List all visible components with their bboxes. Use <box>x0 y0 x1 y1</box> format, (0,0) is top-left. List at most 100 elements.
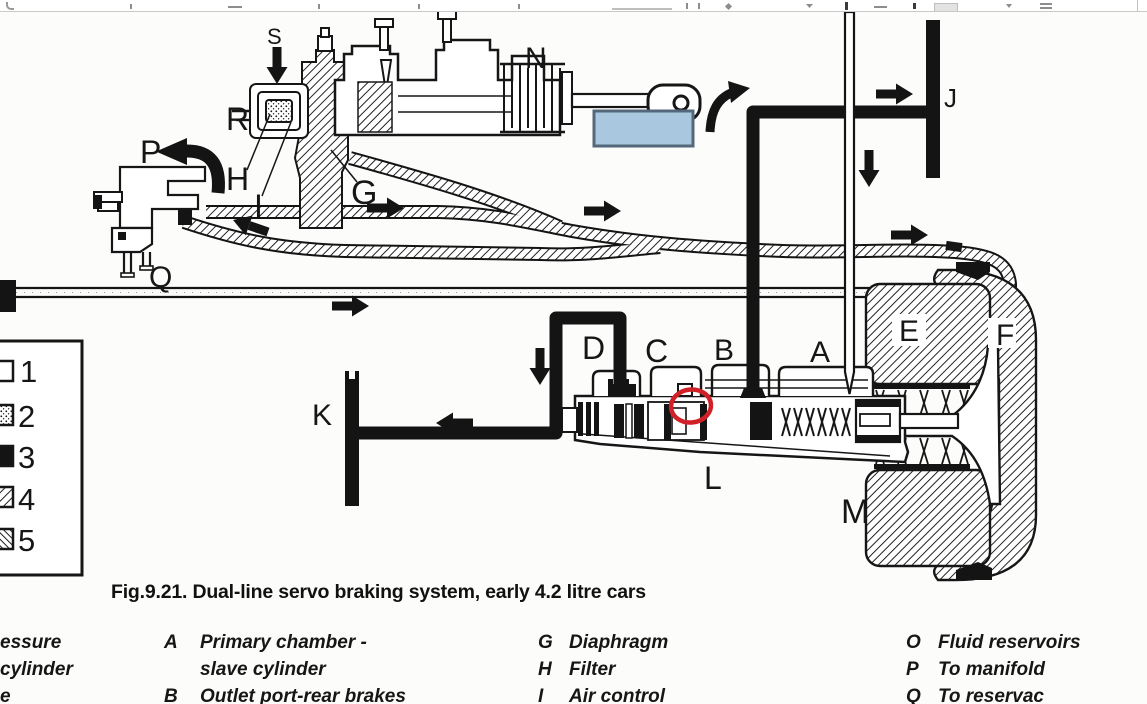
legend-swatch-4 <box>0 485 15 509</box>
master-cylinder-internals <box>561 379 960 444</box>
air-control-valve <box>232 27 349 229</box>
toolbar-icon-fragment[interactable] <box>518 4 520 9</box>
legend-text: slave cylinder <box>200 659 326 680</box>
arrow-P-manifold <box>156 138 225 194</box>
manifold-connector <box>93 165 207 278</box>
static-pipe <box>0 280 1006 312</box>
toolbar-icon-fragment[interactable] <box>612 8 672 10</box>
return-spring <box>500 62 573 134</box>
pedal-cylinder <box>333 10 702 137</box>
legend-swatch-2 <box>0 403 15 427</box>
legend-text: Filter <box>569 659 616 680</box>
toolbar-icon-fragment[interactable] <box>1006 4 1012 8</box>
flow-arrows <box>156 47 928 434</box>
legend-number-3: 3 <box>18 440 35 475</box>
hose-clamp <box>945 240 963 253</box>
toolbar-icon-fragment[interactable] <box>845 2 848 10</box>
legend-swatch-1 <box>0 359 15 383</box>
legend-key: B <box>164 686 178 704</box>
pipe-end-cut <box>0 280 16 312</box>
toolbar-icon-fragment[interactable] <box>874 6 887 8</box>
arrow-right-thin-pipe <box>332 295 369 317</box>
legend-number-1: 1 <box>20 354 37 389</box>
toolbar-icon-fragment[interactable] <box>686 3 700 9</box>
legend-fragment: e <box>0 686 11 704</box>
legend-row: A Primary chamber - <box>164 629 406 656</box>
toolbar-icon-fragment[interactable] <box>1040 3 1052 5</box>
legend-text: To reservac <box>938 686 1044 704</box>
label-B: B <box>714 334 734 367</box>
highlight-rectangle <box>592 109 695 148</box>
toolbar-icon-fragment[interactable] <box>228 6 242 8</box>
clevis-eye <box>672 94 690 112</box>
legend-text: Diaphragm <box>569 632 669 653</box>
toolbar-icon-fragment[interactable] <box>724 2 733 11</box>
booster-block-M <box>864 468 992 568</box>
legend-key: O <box>906 632 921 653</box>
legend-row: G Diaphragm <box>538 629 668 656</box>
label-N: N <box>525 42 547 75</box>
label-F: F <box>996 319 1014 352</box>
label-J: J <box>944 83 957 113</box>
legend-text: Outlet port-rear brakes <box>200 686 406 704</box>
legend-column-a: A Primary chamber - slave cylinder B Outle… <box>164 629 406 704</box>
red-circle-annotation <box>668 387 714 425</box>
legend-left-fragments: essure cylinder e <box>0 629 73 704</box>
label-E: E <box>899 315 919 348</box>
legend-key: G <box>538 632 553 653</box>
legend-row: slave cylinder <box>164 656 406 683</box>
legend-row: Q To reservac <box>906 683 1081 704</box>
legend-fragment: cylinder <box>0 659 73 680</box>
legend-text: Air control <box>569 686 666 704</box>
legend-swatch-3 <box>0 444 15 468</box>
legend-key: H <box>538 659 552 680</box>
legend-number-4: 4 <box>18 482 35 517</box>
legend-swatch-5 <box>0 527 15 551</box>
label-A: A <box>810 336 830 369</box>
label-I: I <box>254 188 263 224</box>
tee-bar-J <box>926 20 940 178</box>
toolbar-icon-fragment[interactable] <box>934 3 958 11</box>
toolbar-icon-fragment[interactable] <box>1040 7 1052 9</box>
legend-number-2: 2 <box>18 399 35 434</box>
brake-pipes <box>352 105 933 440</box>
toolbar-sliver[interactable] <box>0 0 1147 12</box>
label-K: K <box>312 399 332 432</box>
legend-key: Q <box>906 686 921 704</box>
label-H: H <box>226 161 249 197</box>
toolbar-icon-fragment[interactable] <box>6 2 14 10</box>
label-pointers <box>246 113 358 197</box>
arrow-curved-corner <box>705 81 750 133</box>
toolbar-icon-fragment[interactable] <box>318 4 320 9</box>
pipe-D-to-K <box>352 311 627 440</box>
toolbar-icon-fragment[interactable] <box>1137 0 1138 11</box>
figure-caption: Fig.9.21. Dual-line servo braking system… <box>111 581 646 603</box>
label-P: P <box>140 134 161 170</box>
legend-text: Primary chamber - <box>200 632 367 653</box>
arrow-hose-right-2 <box>584 200 621 222</box>
legend-key: A <box>164 632 178 653</box>
label-G: G <box>351 174 377 212</box>
legend-row: H Filter <box>538 656 668 683</box>
label-C: C <box>645 333 668 369</box>
legend-row: B Outlet port-rear brakes <box>164 683 406 704</box>
toolbar-icon-fragment[interactable] <box>806 4 813 8</box>
toolbar-icon-fragment[interactable] <box>418 4 420 9</box>
legend-box: 1 2 3 4 5 <box>0 339 84 577</box>
legend-key: P <box>906 659 919 680</box>
toolbar-icon-fragment[interactable] <box>913 3 916 9</box>
pipe-B-to-J <box>746 105 933 398</box>
part-labels: S R P H I G Q N J K D C B A E F M L <box>140 24 1014 531</box>
pedal-rod <box>570 92 654 109</box>
label-D: D <box>582 330 605 366</box>
booster-block-E <box>864 282 992 386</box>
label-S: S <box>267 24 282 49</box>
toolbar-icon-fragment[interactable] <box>130 4 132 9</box>
arrow-down-pushrod <box>858 150 880 187</box>
arrow-down-S <box>266 47 288 84</box>
